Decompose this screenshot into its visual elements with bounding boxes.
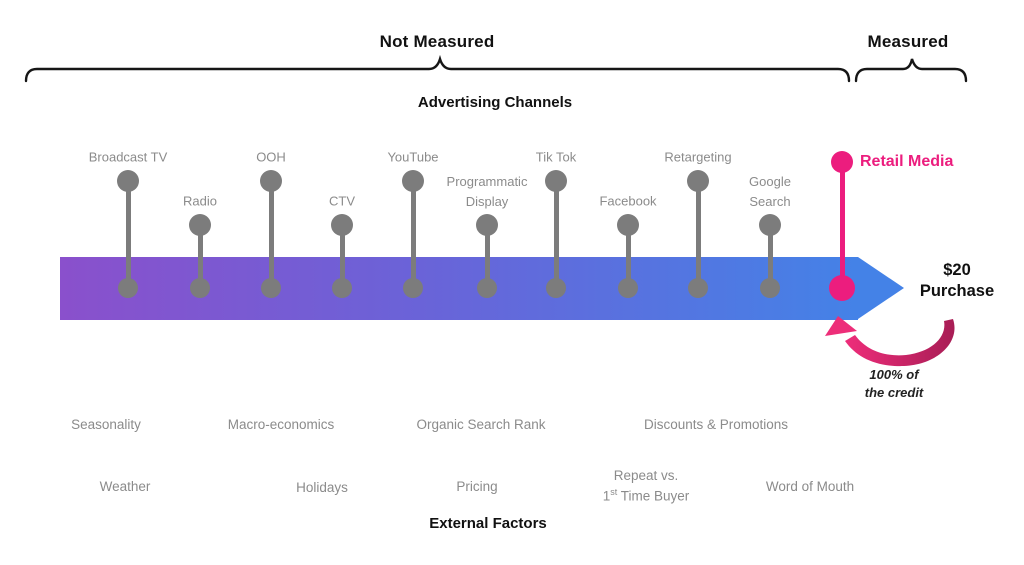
advertising-channels-heading: Advertising Channels [417,94,573,111]
channel-label: Google Search [749,174,791,209]
external-factor-label: Discounts & Promotions [643,417,789,432]
lollipop-head-circle [617,214,639,236]
credit-swoosh-arrow [825,316,955,367]
channel-label: Tik Tok [535,149,577,165]
lollipop-stem [197,225,203,288]
timeline-bar [60,257,858,320]
retail-media-head-circle [831,151,853,173]
lollipop-bar-circle [332,278,352,298]
channel-label: YouTube [387,149,439,165]
external-factor-label: Macro-economics [227,417,335,432]
lollipop-bar-circle [618,278,638,298]
lollipop-bar-circle [261,278,281,298]
lollipop-stem [484,225,490,288]
lollipop-head-circle [545,170,567,192]
lollipop-head-circle [117,170,139,192]
channel-label: CTV [329,193,355,209]
lollipop-bar-circle [190,278,210,298]
lollipop-bar-circle [760,278,780,298]
lollipop-stem [410,181,416,288]
external-factor-label: Word of Mouth [765,479,855,494]
measured-bracket [854,58,968,83]
lollipop-bar-circle [688,278,708,298]
external-factor-label: Weather [99,479,151,494]
lollipop-bar-circle [546,278,566,298]
lollipop-bar-circle [477,278,497,298]
retail-media-stem [839,162,845,288]
external-factor-label: Organic Search Rank [416,417,546,432]
lollipop-bar-circle [118,278,138,298]
channel-label: Broadcast TV [88,149,168,165]
lollipop-stem [553,181,559,288]
repeat-buyer-line1: Repeat vs. [613,468,679,483]
purchase-label: $20 Purchase [919,261,995,300]
lollipop-head-circle [687,170,709,192]
lollipop-head-circle [331,214,353,236]
lollipop-bar-circle [403,278,423,298]
measured-heading: Measured [867,32,949,51]
not-measured-bracket [24,54,851,83]
channel-label: Retargeting [664,149,732,165]
lollipop-stem [695,181,701,288]
repeat-buyer-label: Repeat vs. 1st Time Buyer [602,468,690,504]
lollipop-head-circle [260,170,282,192]
lollipop-stem [339,225,345,288]
lollipop-head-circle [402,170,424,192]
not-measured-heading: Not Measured [379,32,495,51]
external-factor-label: Seasonality [71,417,141,432]
lollipop-stem [125,181,131,288]
retail-media-bar-circle [829,275,855,301]
external-factor-label: Holidays [296,480,348,495]
channel-label: Programmatic Display [446,174,528,209]
channel-label: Facebook [599,193,657,209]
retail-media-label: Retail Media [860,153,954,170]
lollipop-stem [625,225,631,288]
external-factors-heading: External Factors [429,515,547,532]
credit-note: 100% of the credit [864,367,924,401]
channel-label: OOH [256,149,286,165]
lollipop-stem [268,181,274,288]
lollipop-head-circle [189,214,211,236]
timeline-arrowhead [858,257,904,319]
lollipop-head-circle [759,214,781,236]
external-factor-label: Pricing [456,479,498,494]
lollipop-stem [767,225,773,288]
lollipop-head-circle [476,214,498,236]
channel-label: Radio [183,193,217,209]
